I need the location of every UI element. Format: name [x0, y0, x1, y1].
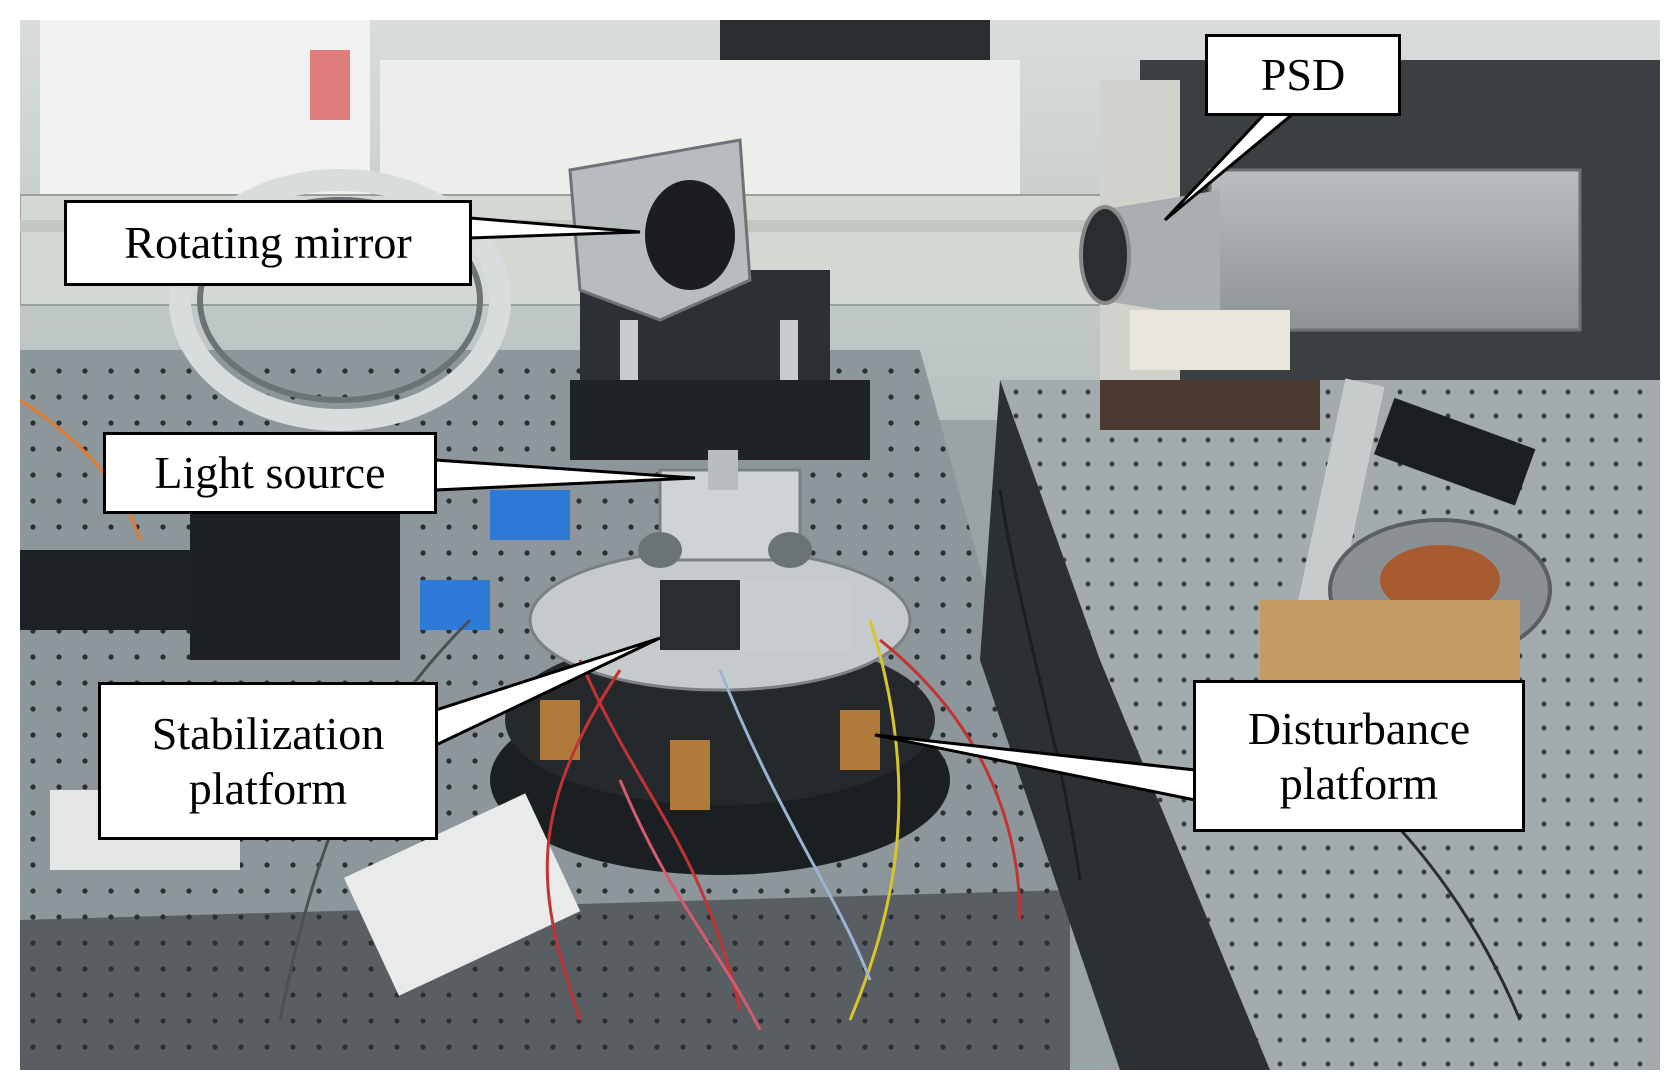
power-strip [344, 793, 581, 996]
table-edge-shadow [20, 890, 1070, 1070]
stage-block-light [740, 580, 850, 650]
label-light-source: Light source [103, 432, 437, 514]
label-disturbance-line2: platform [1279, 758, 1439, 809]
arm-motor [1373, 397, 1536, 506]
table-side [980, 380, 1270, 1070]
red-tape [310, 50, 350, 120]
ring-frame [169, 169, 511, 431]
mirror-lens [645, 180, 735, 290]
actuator-coil [670, 740, 710, 810]
label-psd: PSD [1205, 34, 1401, 116]
psd-lens [1079, 205, 1131, 305]
label-rotating-mirror: Rotating mirror [64, 200, 472, 286]
label-disturbance-platform: Disturbance platform [1193, 680, 1525, 832]
blue-connector [420, 580, 490, 630]
cylinder [768, 532, 812, 568]
photo-illustration [20, 20, 1660, 1070]
label-psd-text: PSD [1260, 49, 1346, 101]
actuator-coil [840, 710, 880, 770]
experimental-setup-photo [20, 20, 1660, 1070]
label-disturbance-line1: Disturbance [1247, 702, 1471, 754]
light-source [708, 450, 738, 490]
control-box [20, 550, 190, 630]
power-supply [190, 510, 400, 660]
cylinder [638, 532, 682, 568]
motor-coil [1380, 545, 1500, 615]
label-stabilization-line1: Stabilization [151, 707, 385, 759]
psd-stage [1100, 380, 1320, 430]
psd-tube [1100, 190, 1220, 320]
label-stabilization-line2: platform [188, 763, 348, 814]
psd-body [1208, 168, 1582, 332]
blue-connector [490, 490, 570, 540]
computer-case [720, 20, 990, 60]
mirror-stand-block [570, 380, 870, 460]
psd-mount [1130, 310, 1290, 370]
label-stabilization-platform: Stabilization platform [98, 682, 438, 840]
arm-post [1295, 378, 1385, 622]
label-rotating-mirror-text: Rotating mirror [124, 217, 412, 269]
label-light-source-text: Light source [154, 447, 386, 499]
